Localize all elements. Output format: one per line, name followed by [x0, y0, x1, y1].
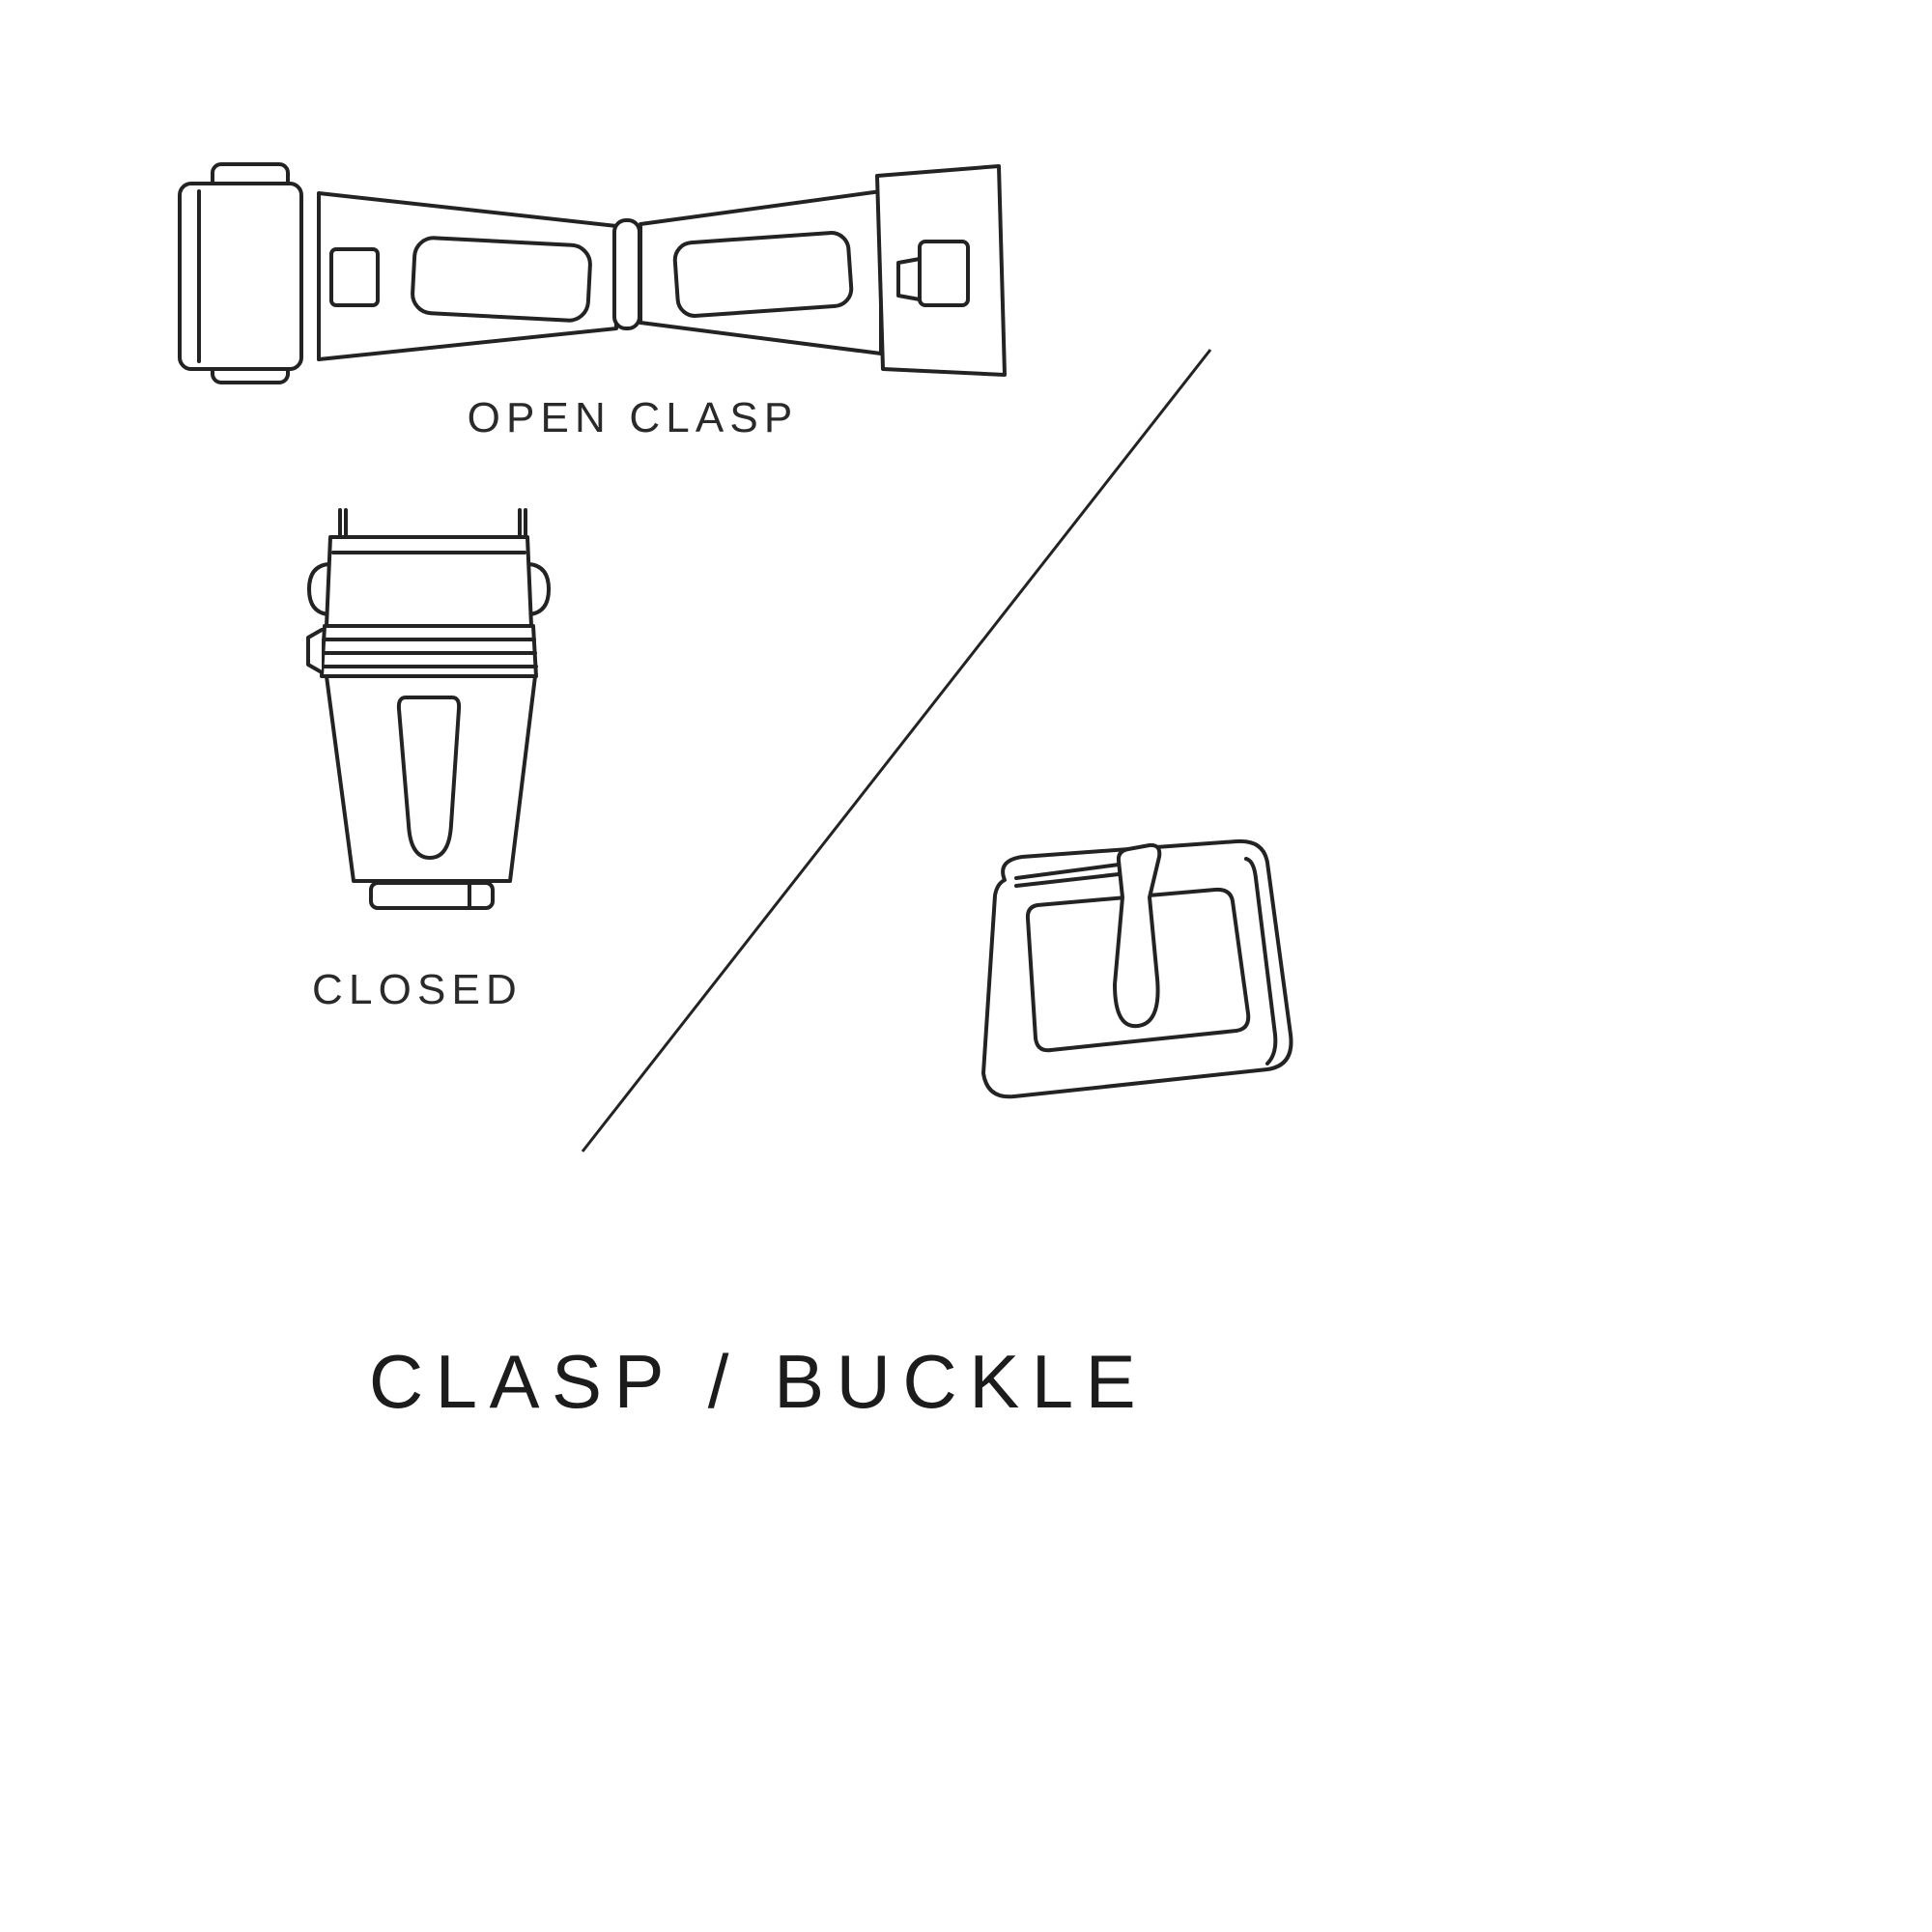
open-clasp-illustration: [164, 145, 1014, 396]
open-clasp-label: OPEN CLASP: [467, 394, 799, 441]
page-title: CLASP / BUCKLE: [368, 1339, 1149, 1424]
closed-clasp-illustration: [290, 502, 560, 947]
buckle-illustration: [956, 836, 1304, 1125]
diagonal-divider: [560, 338, 1236, 1169]
closed-label: CLOSED: [312, 966, 523, 1013]
